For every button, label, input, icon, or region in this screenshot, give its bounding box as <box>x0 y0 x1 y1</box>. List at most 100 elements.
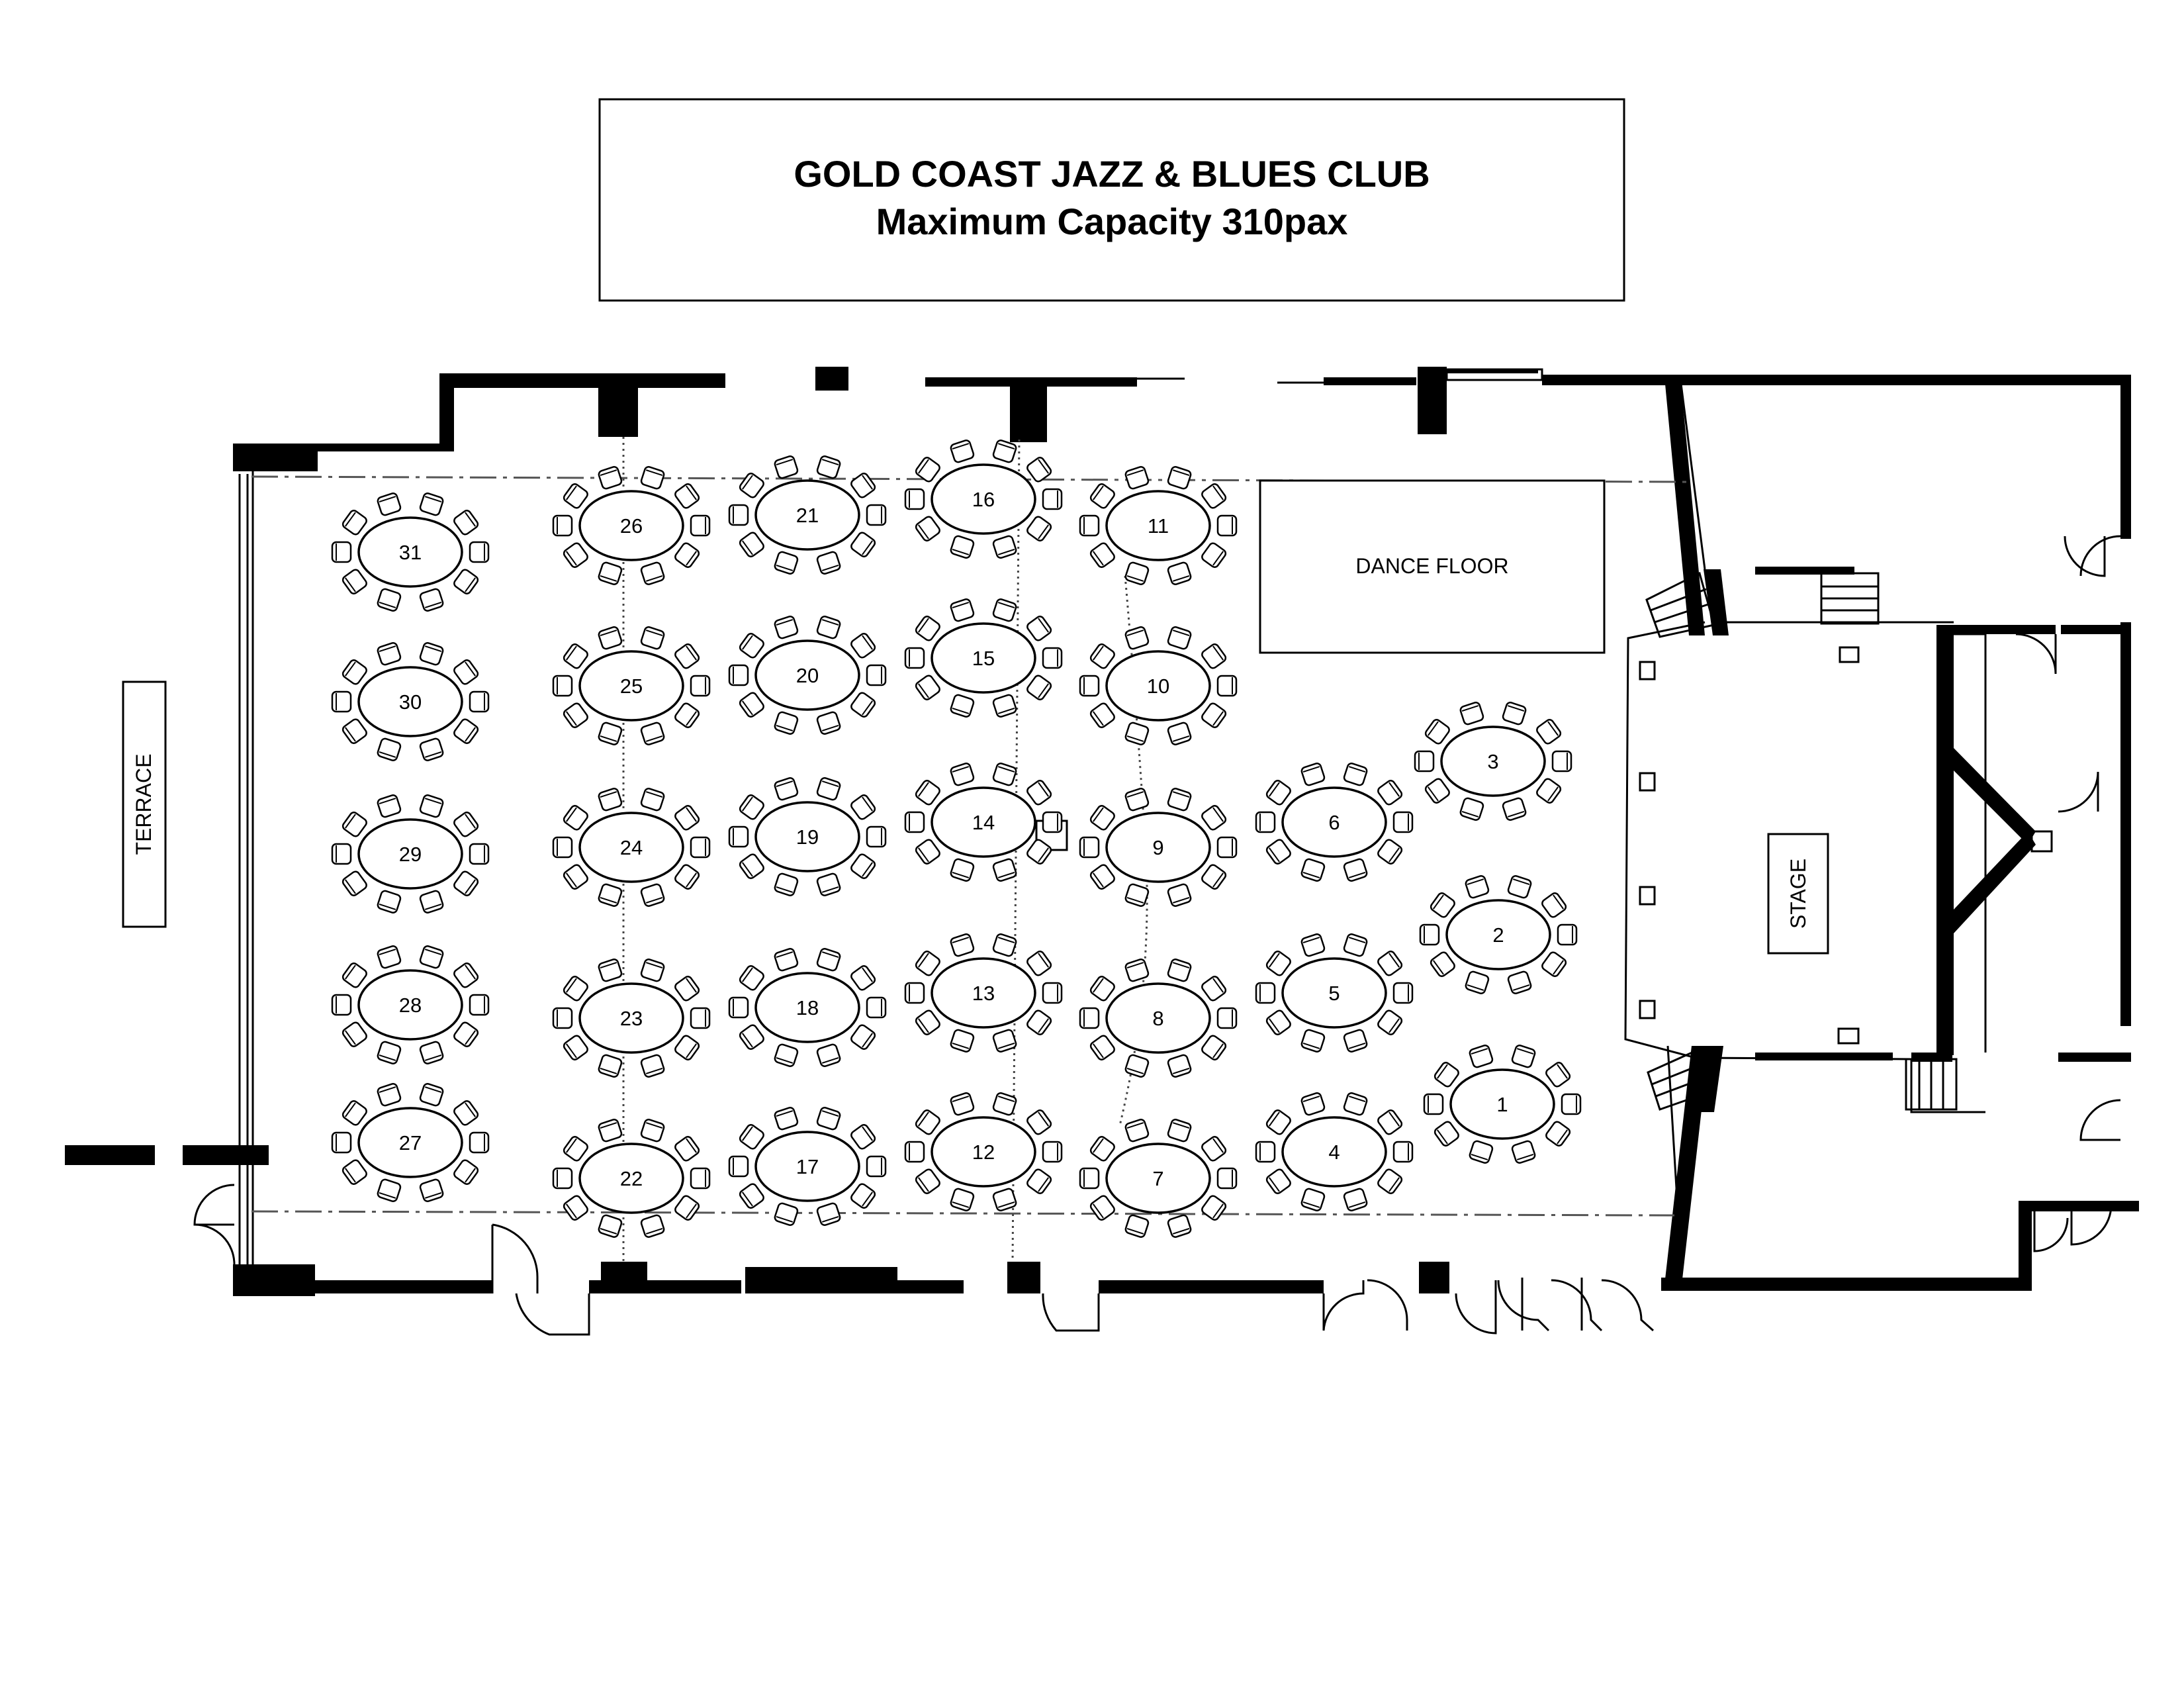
chair <box>453 1021 479 1047</box>
chair <box>640 722 665 745</box>
table-19[interactable]: 19 <box>728 777 887 897</box>
chair <box>598 626 623 650</box>
chair <box>1167 722 1192 745</box>
table-26[interactable]: 26 <box>552 466 711 586</box>
table-5[interactable]: 5 <box>1255 933 1414 1053</box>
chair <box>1465 875 1490 899</box>
chair <box>1255 1141 1276 1163</box>
table-30[interactable]: 30 <box>331 642 490 762</box>
stage: STAGE <box>1767 833 1829 955</box>
table-11[interactable]: 11 <box>1079 466 1238 586</box>
table-8[interactable]: 8 <box>1079 959 1238 1078</box>
table-18[interactable]: 18 <box>728 948 887 1068</box>
table-number: 23 <box>620 1007 643 1030</box>
table-number: 20 <box>796 664 819 687</box>
chair <box>1089 483 1115 509</box>
table-number: 5 <box>1328 982 1340 1005</box>
table-31[interactable]: 31 <box>331 492 490 612</box>
table-6[interactable]: 6 <box>1255 763 1414 882</box>
chair <box>377 642 402 666</box>
table-number: 8 <box>1152 1007 1163 1030</box>
chair <box>341 659 367 685</box>
chair <box>1124 1214 1150 1238</box>
chair <box>331 541 352 563</box>
table-12[interactable]: 12 <box>904 1092 1063 1212</box>
chair <box>774 551 799 575</box>
table-4[interactable]: 4 <box>1255 1092 1414 1212</box>
chair <box>1167 959 1192 982</box>
chair <box>1026 1168 1052 1194</box>
chair <box>552 1167 573 1190</box>
table-1[interactable]: 1 <box>1423 1045 1582 1164</box>
chair <box>1377 1109 1403 1135</box>
table-top <box>754 639 860 711</box>
chair <box>377 1083 402 1107</box>
chair <box>377 492 402 516</box>
terrace: TERRACE <box>122 680 167 928</box>
table-number: 31 <box>399 541 422 564</box>
chair <box>1300 763 1326 786</box>
chair <box>1469 1045 1494 1068</box>
chair <box>904 982 925 1004</box>
table-27[interactable]: 27 <box>331 1083 490 1203</box>
table-25[interactable]: 25 <box>552 626 711 746</box>
chair <box>1265 1009 1291 1035</box>
chair <box>563 1195 588 1221</box>
stage-stairs <box>1645 571 1958 1111</box>
chair <box>563 1136 588 1162</box>
table-17[interactable]: 17 <box>728 1107 887 1227</box>
table-21[interactable]: 21 <box>728 455 887 575</box>
chair <box>774 872 799 896</box>
chair <box>915 780 940 806</box>
chair <box>469 690 490 713</box>
table-number: 19 <box>796 825 819 849</box>
chair <box>739 532 764 557</box>
chair <box>1300 1092 1326 1116</box>
chair <box>1026 675 1052 700</box>
chair <box>1377 1009 1403 1035</box>
table-top <box>1281 786 1387 858</box>
table-number: 26 <box>620 514 643 538</box>
chair <box>1089 542 1115 568</box>
table-10[interactable]: 10 <box>1079 626 1238 746</box>
table-22[interactable]: 22 <box>552 1119 711 1239</box>
chair <box>640 1054 665 1078</box>
chair <box>992 694 1017 718</box>
chair <box>1216 514 1238 537</box>
chair <box>850 794 876 820</box>
table-20[interactable]: 20 <box>728 616 887 735</box>
chair <box>816 1043 841 1067</box>
chair <box>419 492 444 516</box>
table-top <box>578 1143 684 1214</box>
chair <box>640 1119 665 1143</box>
chair <box>1167 883 1192 907</box>
table-number: 7 <box>1152 1167 1163 1190</box>
chair <box>1551 750 1572 773</box>
table-23[interactable]: 23 <box>552 959 711 1078</box>
table-top <box>357 818 463 890</box>
chair <box>1079 836 1100 859</box>
chair <box>563 702 588 728</box>
chair <box>563 542 588 568</box>
chair <box>341 870 367 896</box>
table-14[interactable]: 14 <box>904 763 1063 882</box>
table-16[interactable]: 16 <box>904 440 1063 559</box>
table-3[interactable]: 3 <box>1414 702 1572 821</box>
table-7[interactable]: 7 <box>1079 1119 1238 1239</box>
table-9[interactable]: 9 <box>1079 788 1238 908</box>
table-29[interactable]: 29 <box>331 794 490 914</box>
chair <box>816 711 841 735</box>
chair <box>739 794 764 820</box>
chair <box>915 839 940 865</box>
chair <box>563 976 588 1002</box>
table-2[interactable]: 2 <box>1419 875 1578 995</box>
table-28[interactable]: 28 <box>331 945 490 1065</box>
table-top <box>357 666 463 737</box>
table-15[interactable]: 15 <box>904 598 1063 718</box>
table-24[interactable]: 24 <box>552 788 711 908</box>
table-13[interactable]: 13 <box>904 933 1063 1053</box>
chair <box>1377 1168 1403 1194</box>
table-top <box>1440 726 1546 797</box>
chair <box>1255 811 1276 833</box>
chair <box>816 1107 841 1131</box>
